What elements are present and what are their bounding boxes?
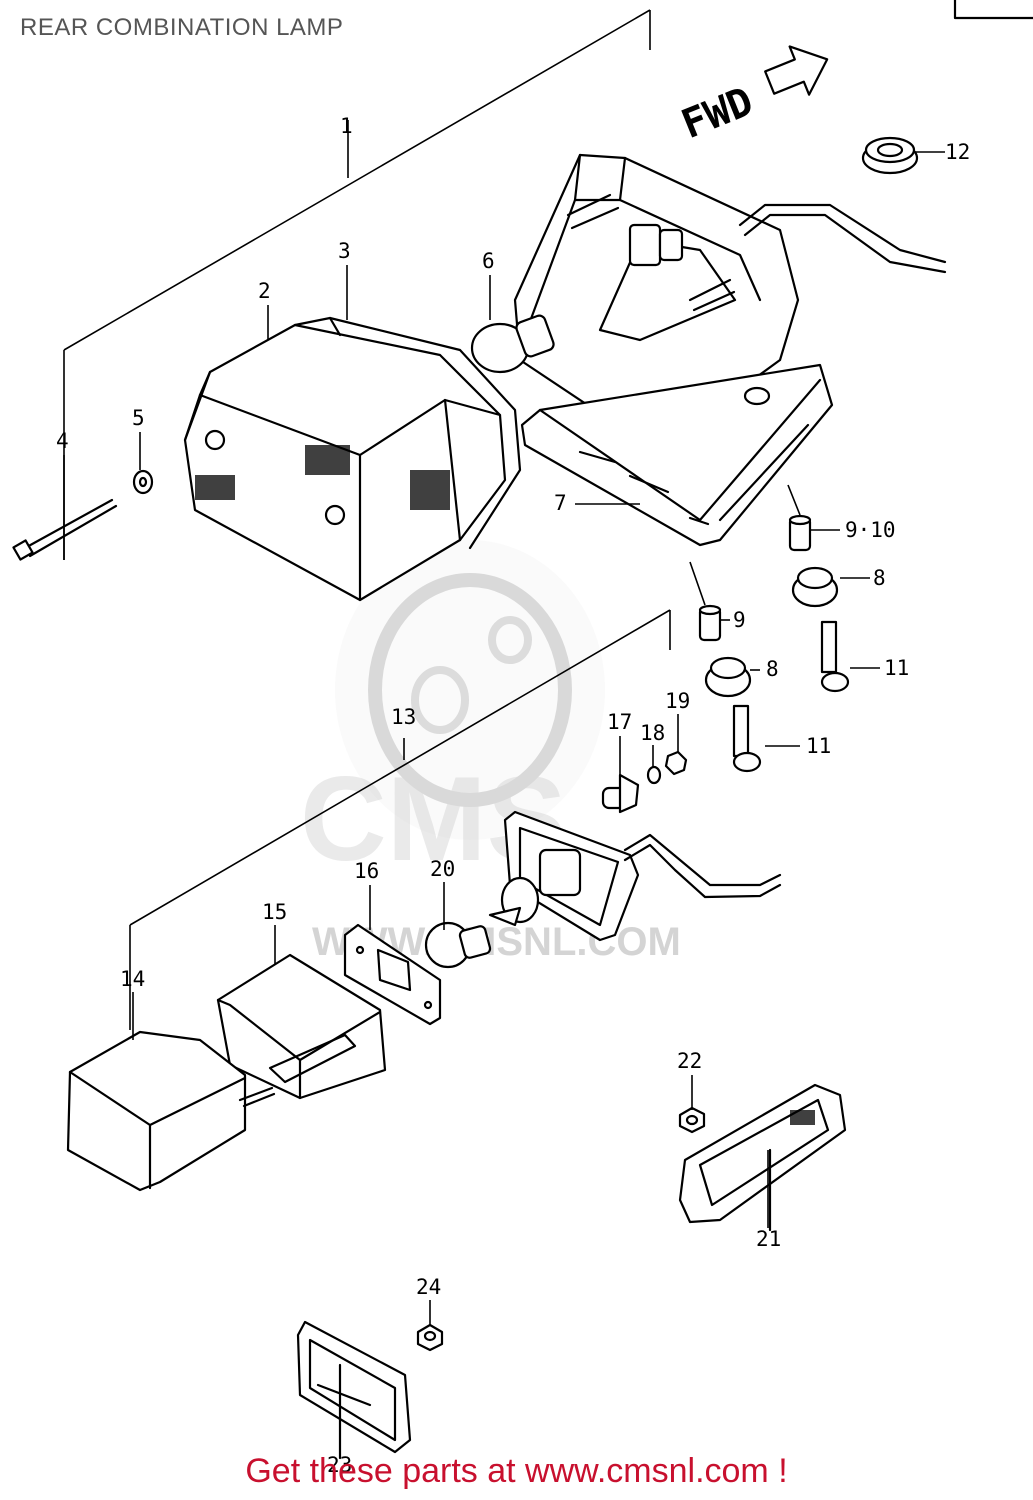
callout-19: 19 [665, 689, 690, 713]
callout-7: 7 [554, 491, 567, 515]
part-gasket-16 [343, 923, 442, 1026]
callout-11-lower: 11 [806, 734, 831, 758]
part-washer-5 [132, 469, 154, 495]
part-nut-22 [678, 1106, 706, 1134]
part-grommet-12 [861, 136, 919, 175]
callout-9: 9 [733, 608, 746, 632]
callout-1: 1 [340, 114, 353, 138]
part-nut-19 [664, 750, 688, 776]
part-nut-8-upper [791, 566, 839, 608]
part-socket-housing [470, 153, 947, 442]
part-cover-14 [66, 1030, 276, 1192]
callout-22: 22 [677, 1049, 702, 1073]
part-lens-15 [216, 953, 387, 1100]
leader-lines [63, 151, 945, 1325]
callout-14: 14 [120, 967, 145, 991]
page-corner-tab [953, 0, 1033, 20]
callout-18: 18 [640, 721, 665, 745]
callout-6: 6 [482, 249, 495, 273]
callout-3: 3 [338, 239, 351, 263]
callout-2: 2 [258, 279, 271, 303]
callout-11-upper: 11 [884, 656, 909, 680]
page-title: REAR COMBINATION LAMP [20, 14, 344, 41]
callout-5: 5 [132, 406, 145, 430]
footer-link[interactable]: Get these parts at www.cmsnl.com ! [245, 1452, 788, 1490]
callout-21: 21 [756, 1227, 781, 1251]
callout-17: 17 [607, 710, 632, 734]
callout-labels: 1 2 3 4 5 6 7 8 8 9 9·10 11 11 12 13 14 … [56, 114, 970, 1477]
part-nut-24 [416, 1323, 444, 1352]
part-screw-4 [12, 498, 118, 561]
leader-stubs [689, 484, 801, 606]
fwd-arrow-icon: FWD [675, 45, 829, 148]
part-washer-18 [646, 765, 662, 785]
part-reflector-21 [678, 1083, 847, 1232]
callout-20: 20 [430, 857, 455, 881]
callout-16: 16 [354, 859, 379, 883]
callout-4: 4 [56, 429, 69, 453]
callout-9-10: 9·10 [845, 518, 896, 542]
part-17 [601, 773, 640, 814]
callout-15: 15 [262, 900, 287, 924]
callout-8-lower: 8 [766, 657, 779, 681]
part-bulb-20 [424, 921, 492, 969]
part-lens-2 [183, 316, 522, 602]
part-bolt-11-upper [820, 620, 850, 693]
part-nut-8-lower [704, 656, 752, 698]
callout-13: 13 [391, 705, 416, 729]
callout-12: 12 [945, 140, 970, 164]
part-housing-13 [488, 810, 782, 942]
callout-8-upper: 8 [873, 566, 886, 590]
fwd-label: FWD [675, 78, 759, 148]
part-reflector-23 [296, 1320, 412, 1460]
callout-23: 23 [327, 1453, 352, 1477]
part-bolt-11-lower [732, 704, 762, 773]
part-base-plate-7 [520, 363, 834, 547]
assembly-bracket-13 [129, 609, 671, 1030]
part-spacer-9-10 [788, 514, 812, 552]
callout-24: 24 [416, 1275, 441, 1299]
part-spacer-9 [698, 604, 722, 642]
